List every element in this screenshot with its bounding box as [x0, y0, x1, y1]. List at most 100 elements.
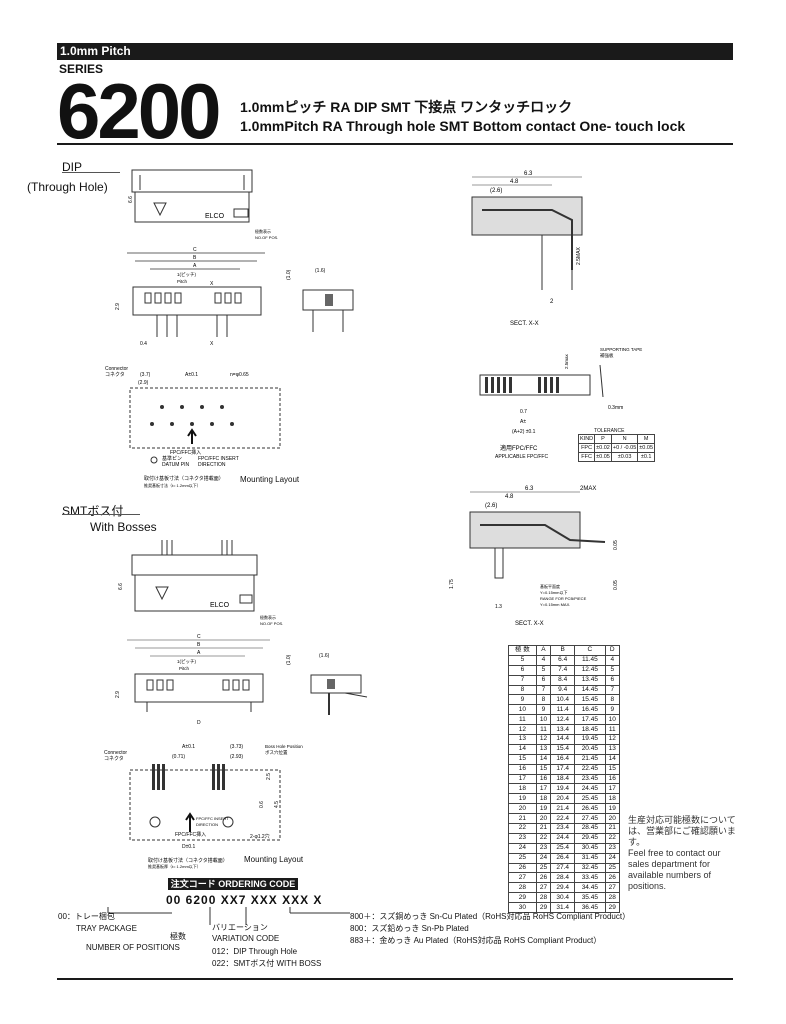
- svg-text:NO.OF POS.: NO.OF POS.: [260, 621, 283, 626]
- svg-text:DIRECTION: DIRECTION: [198, 462, 226, 468]
- table-cell: 9.4: [550, 684, 576, 696]
- svg-text:2.9: 2.9: [115, 303, 121, 310]
- svg-text:0.3mm: 0.3mm: [608, 405, 623, 411]
- table-cell: 18.4: [550, 773, 576, 785]
- table-cell: 21: [604, 823, 620, 834]
- svg-text:FPC/FFC INSERT: FPC/FFC INSERT: [196, 816, 229, 821]
- table-cell: 6: [604, 674, 620, 686]
- table-cell: 12.45: [574, 664, 606, 676]
- table-cell: 11: [535, 724, 552, 736]
- svg-text:(1.0): (1.0): [286, 269, 292, 280]
- smt-mounting-drawing: Connector コネクタ A±0.1 (3.73) (0.71) (2.93…: [104, 744, 303, 869]
- svg-text:(1.6): (1.6): [315, 268, 326, 274]
- table-cell: 8: [508, 684, 537, 696]
- dip-front-drawing: ELCO 6.6 極数表示 NO.OF POS.: [128, 169, 278, 240]
- variation-1: 012：DIP Through Hole: [212, 947, 298, 956]
- tolerance-title: TOLERANCE: [594, 428, 625, 434]
- table-cell: 14: [508, 743, 537, 755]
- table-cell: 11: [604, 724, 620, 736]
- table-cell: 21.45: [574, 753, 606, 765]
- table-cell: 26: [604, 872, 620, 884]
- plating-3: 883＋：金めっき Au Plated（RoHS対応品 RoHS Complia…: [350, 936, 602, 945]
- table-cell: 28.45: [574, 823, 606, 834]
- svg-text:取付け基板寸法（コネクタ搭載面）: 取付け基板寸法（コネクタ搭載面）: [144, 475, 224, 482]
- svg-text:4.8: 4.8: [510, 179, 519, 185]
- table-cell: 24: [604, 852, 620, 864]
- table-cell: 26.4: [550, 852, 576, 864]
- svg-text:基準ピン: 基準ピン: [162, 455, 182, 462]
- table-cell: 18: [604, 793, 620, 805]
- table-cell: 5: [535, 664, 552, 676]
- table-cell: 25.4: [550, 842, 576, 854]
- svg-text:基板平面度: 基板平面度: [540, 583, 560, 589]
- ordering-title: 注文コード ORDERING CODE: [168, 878, 298, 890]
- table-cell: 31.45: [574, 852, 606, 864]
- table-cell: 14: [604, 753, 620, 765]
- svg-text:0.05: 0.05: [613, 580, 619, 590]
- table-cell: 23.45: [574, 773, 606, 785]
- table-cell: 19.45: [574, 734, 606, 745]
- table-cell: 15.45: [574, 694, 606, 706]
- table-cell: 34.45: [574, 882, 606, 894]
- svg-text:D: D: [197, 720, 201, 726]
- table-cell: 8.4: [550, 674, 576, 686]
- table-cell: 36.45: [574, 902, 606, 914]
- table-cell: 12: [508, 724, 537, 736]
- svg-text:SUPPORTING TAPE: SUPPORTING TAPE: [600, 347, 642, 352]
- table-cell: 24: [508, 842, 537, 854]
- table-cell: 6: [508, 664, 537, 676]
- svg-text:適用FPC/FFC: 適用FPC/FFC: [500, 444, 538, 452]
- header-rule: [57, 143, 733, 145]
- svg-text:APPLICABLE FPC/FFC: APPLICABLE FPC/FFC: [495, 454, 548, 460]
- fpc-drawing: SUPPORTING TAPE 補強板 2.5max 0.3mm 0.7 A± …: [479, 347, 642, 460]
- table-cell: 35.45: [574, 892, 606, 904]
- svg-text:(0.71): (0.71): [172, 754, 185, 760]
- table-cell: 26.45: [574, 803, 606, 815]
- svg-text:2.5max: 2.5max: [564, 353, 569, 369]
- svg-text:2: 2: [550, 299, 554, 305]
- svg-text:Connector: Connector: [104, 750, 127, 756]
- table-cell: 17.4: [550, 763, 576, 775]
- dip-subtitle: (Through Hole): [27, 180, 108, 194]
- table-cell: 18: [535, 793, 552, 805]
- table-cell: 14.4: [550, 734, 576, 745]
- svg-text:極数表示: 極数表示: [260, 614, 276, 620]
- svg-text:Connector: Connector: [105, 366, 128, 372]
- svg-text:C: C: [197, 634, 201, 640]
- svg-text:(1.0): (1.0): [286, 654, 292, 665]
- table-cell: 25.45: [574, 793, 606, 805]
- table-cell: 13.45: [574, 674, 606, 686]
- svg-text:6.6: 6.6: [128, 196, 134, 203]
- table-cell: 16.4: [550, 753, 576, 765]
- table-cell: 27.45: [574, 813, 606, 825]
- table-cell: 22: [604, 832, 620, 844]
- svg-text:A±0.1: A±0.1: [185, 372, 198, 378]
- table-cell: 16: [535, 773, 552, 785]
- svg-text:0.6: 0.6: [259, 801, 265, 808]
- table-cell: 13: [604, 743, 620, 755]
- svg-text:A±: A±: [520, 419, 526, 425]
- smt-top-drawing: C B A 1(ピッチ) Pitch D 2.9: [115, 634, 270, 726]
- smt-mounting-label: Mounting Layout: [244, 855, 304, 864]
- table-cell: 8: [535, 694, 552, 706]
- table-cell: 4: [535, 654, 552, 666]
- table-cell: 19.4: [550, 783, 576, 795]
- svg-text:推奨基板厚（t= 1.2mm以下）: 推奨基板厚（t= 1.2mm以下）: [148, 863, 201, 869]
- table-cell: 11: [508, 714, 537, 726]
- table-cell: C: [574, 645, 606, 656]
- svg-text:コネクタ: コネクタ: [105, 371, 125, 378]
- tolerance-table: KIND P N M FPC ±0.02 +0 / -0.05 ±0.05 FF…: [577, 434, 656, 462]
- svg-text:B: B: [193, 255, 197, 261]
- svg-text:D±0.1: D±0.1: [182, 844, 196, 850]
- table-cell: 29: [604, 902, 620, 914]
- table-cell: 22: [508, 823, 537, 834]
- table-cell: 15.4: [550, 743, 576, 755]
